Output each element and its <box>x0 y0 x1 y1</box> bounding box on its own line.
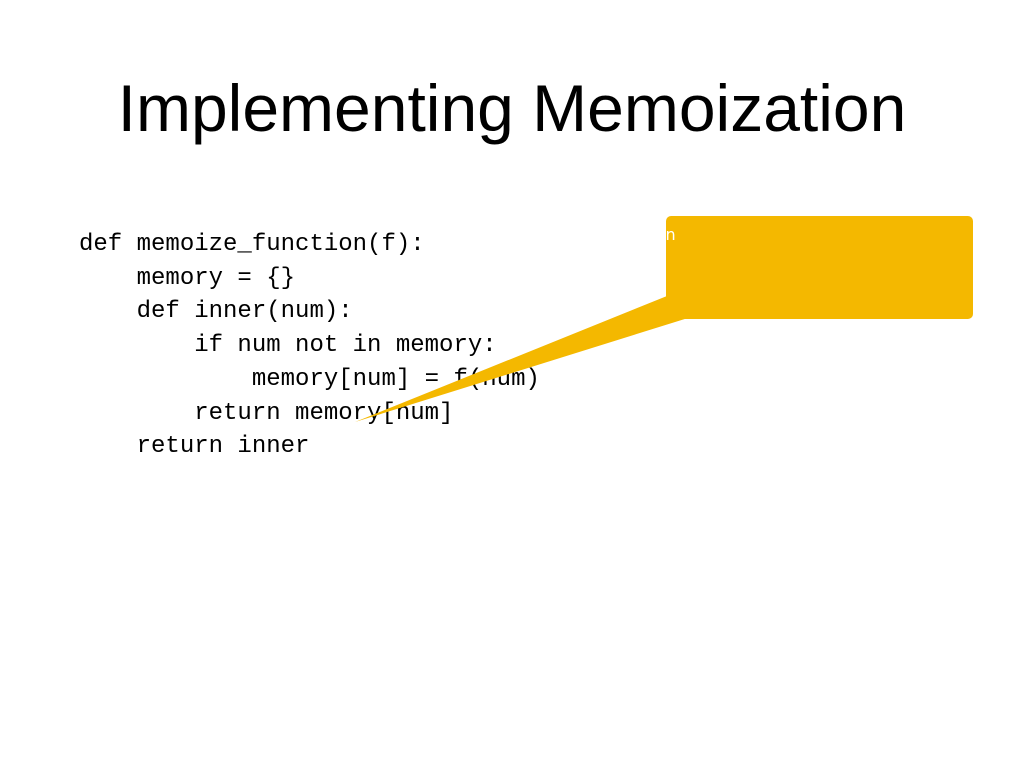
code-line-3: def inner(num): <box>79 298 353 326</box>
code-block: def memoize_function(f): memory = {} def… <box>79 228 540 464</box>
code-line-7: return inner <box>79 433 310 461</box>
slide-title: Implementing Memoization <box>117 71 907 145</box>
code-line-2: memory = {} <box>79 264 296 292</box>
code-line-1: def memoize_function(f): <box>79 231 425 258</box>
callout-text: urn <box>649 225 676 244</box>
code-line-5: memory[num] = f(num) <box>79 365 540 393</box>
code-line-4: if num not in memory: <box>79 332 497 360</box>
code-line-6: return memory[num] <box>79 399 454 427</box>
